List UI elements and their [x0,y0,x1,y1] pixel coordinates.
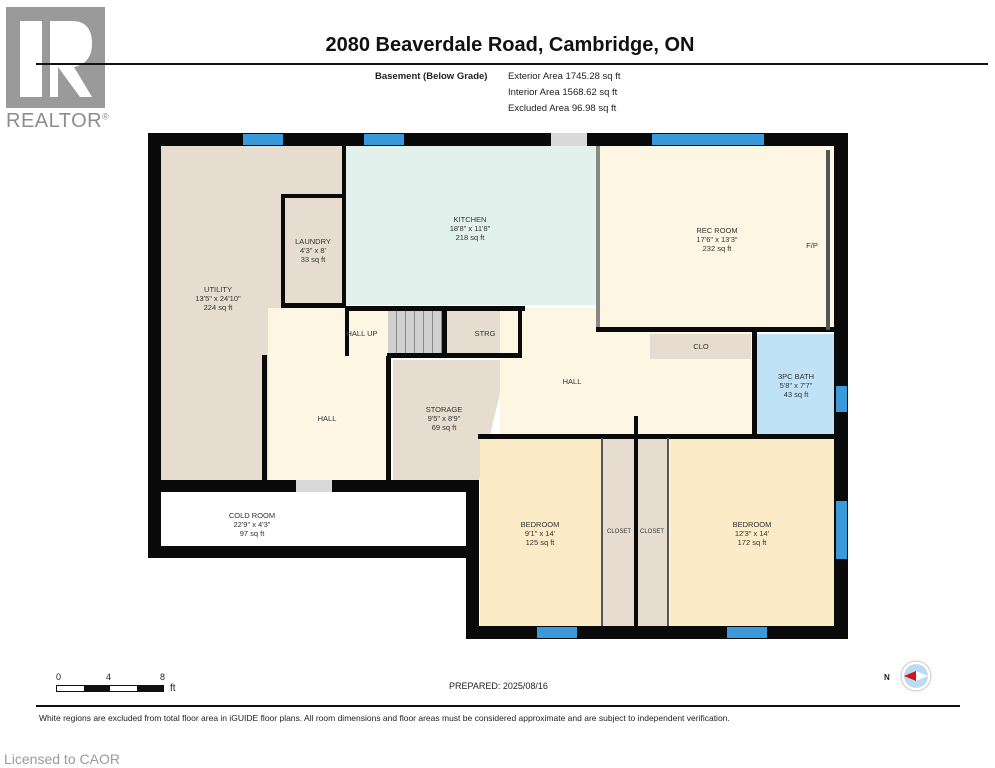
room-hall-up [348,310,388,352]
wall [387,353,522,358]
label-closet-2: CLOSET [639,529,665,535]
scale-tick-0: 0 [56,672,62,682]
wall [601,438,603,626]
wall [281,303,345,308]
wall [281,194,285,307]
room-closet-2 [638,438,668,626]
wall [345,306,525,311]
wall [262,355,267,480]
label-fireplace: F/P [806,241,818,250]
room-cold-room [162,493,465,545]
window [836,501,847,559]
disclaimer: White regions are excluded from total fl… [39,713,730,723]
wall [442,311,447,356]
scale-tick-4: 4 [106,672,112,682]
realtor-logo-mark [6,7,105,108]
room-rec-room [600,145,835,328]
compass-north-label: N [884,673,890,682]
room-clo [650,334,751,359]
wall [148,546,478,558]
label-hall-center: HALL [562,377,582,386]
label-hall-left: HALL [317,414,337,423]
wall [596,327,836,332]
interior-area: Interior Area 1568.62 sq ft [508,87,618,98]
window [727,627,767,638]
stairs [388,311,443,353]
scale-unit: ft [170,683,176,694]
label-clo: CLO [693,342,709,351]
room-bath [757,334,834,434]
label-hall-up: HALL UP [346,329,378,338]
wall [342,146,346,306]
wall [148,133,161,558]
window [364,134,404,145]
header-rule [36,63,988,65]
exterior-area: Exterior Area 1745.28 sq ft [508,71,621,82]
wall [596,146,600,330]
window [836,386,847,412]
room-kitchen [345,145,598,305]
wall [281,194,345,198]
licensed-text: Licensed to CAOR [4,751,120,767]
window [652,134,764,145]
room-bedroom-2 [670,438,834,626]
door [551,133,587,146]
excluded-area: Excluded Area 96.98 sq ft [508,103,617,114]
wall [478,434,834,439]
wall [667,438,669,626]
wall [386,356,391,481]
room-bedroom-1 [480,438,602,626]
level-label: Basement (Below Grade) [375,71,488,82]
wall [634,416,638,626]
prepared-date: PREPARED: 2025/08/16 [449,681,548,691]
wall [826,150,830,330]
footer-rule [36,705,960,707]
page-title: 2080 Beaverdale Road, Cambridge, ON [325,34,695,56]
room-laundry [286,198,343,303]
compass-icon [900,660,932,692]
label-closet-1: CLOSET [606,529,632,535]
room-closet-1 [603,438,634,626]
label-strg: STRG [474,329,496,338]
wall [518,311,522,356]
window [243,134,283,145]
realtor-logo-text: REALTOR® [6,110,110,132]
window [537,627,577,638]
door [296,480,332,492]
wall [466,626,848,639]
scale-bar [56,685,164,692]
wall [466,480,479,639]
wall [345,306,349,356]
wall [752,330,757,436]
scale-tick-8: 8 [160,672,166,682]
